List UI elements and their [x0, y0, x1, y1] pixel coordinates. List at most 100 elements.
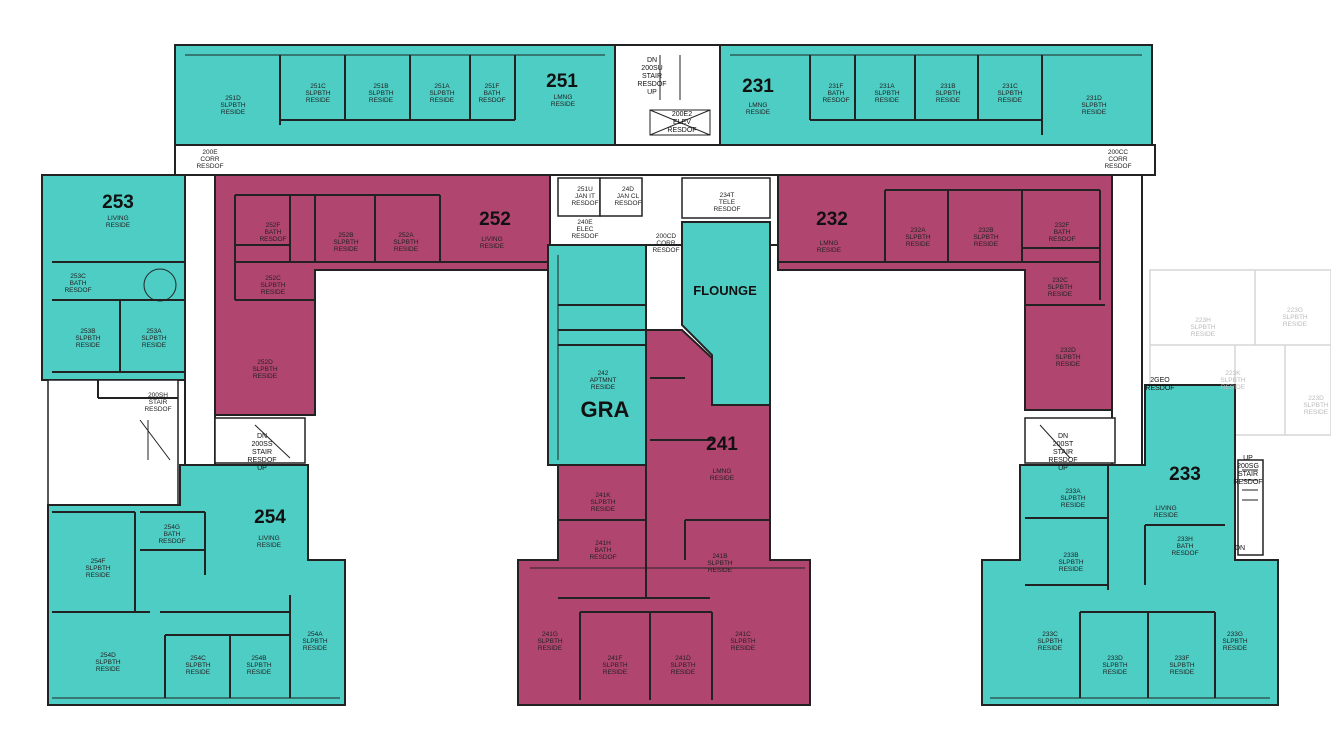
service-rooms — [557, 177, 771, 219]
room-label-line: SLPBTH — [305, 90, 331, 97]
room-label-line: SLPBTH — [1047, 284, 1073, 291]
room-label-line: SLPBTH — [246, 662, 272, 669]
unit-label-232: 232 — [816, 209, 848, 230]
room-label-line: 232C — [1052, 277, 1068, 284]
room-label-line: LMNG — [749, 102, 768, 109]
room-label-line: RESIDE — [551, 101, 576, 108]
room-label-line: RESIDE — [1056, 361, 1081, 368]
room-label-line: SLPBTH — [302, 638, 328, 645]
adjacent-wing-outline — [1149, 269, 1331, 436]
room-label-line: RESIDE — [221, 109, 246, 116]
stair-label-line: UP — [1058, 465, 1068, 472]
room-label-line: BATH — [595, 547, 612, 554]
room-label-line: 252C — [265, 275, 281, 282]
room-label-line: SLPBTH — [935, 90, 961, 97]
room-label-line: LIVING — [107, 215, 128, 222]
room-label-line: 241F — [608, 655, 623, 662]
room-label-line: RESIDE — [1059, 566, 1084, 573]
room-label-line: RESIDE — [591, 506, 616, 513]
room-label-line: 252B — [338, 232, 353, 239]
room-label-line: 233H — [1177, 536, 1193, 543]
room-label-line: RESIDE — [936, 97, 961, 104]
stair-label-line: UP — [257, 465, 267, 472]
room-label-line: JAN IT — [575, 193, 595, 200]
room-label-line: RESIDE — [671, 669, 696, 676]
room-label-line: 254G — [164, 524, 180, 531]
room-label-line: 241G — [542, 631, 558, 638]
room-label-line: APTMNT — [590, 377, 617, 384]
room-label-line: SLPBTH — [95, 659, 121, 666]
room-label-line: RESIDE — [96, 666, 121, 673]
stair-label-line: ELEV — [673, 119, 691, 126]
room-label-line: TELE — [719, 199, 736, 206]
room-label-line: SLPBTH — [220, 102, 246, 109]
unit-251[interactable] — [174, 44, 616, 146]
unit-231[interactable] — [719, 44, 1153, 146]
stair-label-line: RESDOF — [637, 81, 666, 88]
room-label-line: RESDOF — [713, 206, 740, 213]
room-label-line: SLPBTH — [1081, 102, 1107, 109]
room-label-line: 223K — [1225, 370, 1241, 377]
room-label-line: 253A — [146, 328, 162, 335]
room-label-line: SLPBTH — [590, 499, 616, 506]
unit-253[interactable] — [41, 174, 186, 381]
stair-label-line: RESDOF — [1048, 457, 1077, 464]
room-label-line: BATH — [70, 280, 87, 287]
room-label-line: SLPBTH — [1102, 662, 1128, 669]
stair-label-line: RESDOF — [667, 127, 696, 134]
room-label-line: BATH — [484, 90, 501, 97]
stair-label-line: STAIR — [1053, 449, 1073, 456]
room-label-line: 232F — [1055, 222, 1070, 229]
stair-200SG — [1237, 459, 1264, 556]
room-label-line: RESDOF — [158, 538, 185, 545]
unit-gra-242[interactable] — [547, 244, 647, 466]
room-label-line: RESIDE — [186, 669, 211, 676]
room-label-line: RESDOF — [1104, 163, 1131, 170]
room-label-line: 200SH — [148, 392, 168, 399]
room-label-line: RESDOF — [571, 233, 598, 240]
room-label-line: SLPBTH — [707, 560, 733, 567]
room-label-line: 252D — [257, 359, 273, 366]
room-label-line: 231A — [879, 83, 895, 90]
room-label-line: RESIDE — [1223, 645, 1248, 652]
unit-241[interactable] — [517, 329, 811, 706]
room-label-line: RESIDE — [1283, 321, 1308, 328]
stair-label-line: UP — [647, 89, 657, 96]
room-label-line: RESIDE — [1304, 409, 1329, 416]
room-label-line: BATH — [828, 90, 845, 97]
room-label-line: SLPBTH — [1303, 402, 1329, 409]
unit-252[interactable] — [214, 174, 551, 416]
room-label-line: RESIDE — [394, 246, 419, 253]
room-label-line: 251B — [373, 83, 388, 90]
unit-254[interactable] — [47, 464, 346, 706]
room-label-line: 241H — [595, 540, 611, 547]
stair-elevator-core-north — [614, 44, 721, 146]
stair-label-line: STAIR — [1238, 471, 1258, 478]
room-label-line: RESDOF — [196, 163, 223, 170]
room-label-line: SLPBTH — [905, 234, 931, 241]
stair-label-line: DN — [257, 433, 267, 440]
room-label-line: RESDOF — [652, 247, 679, 254]
stair-label-line: 200SU — [641, 65, 662, 72]
room-label-line: RESIDE — [369, 97, 394, 104]
room-label-line: 200CC — [1108, 149, 1129, 156]
room-label-line: BATH — [164, 531, 181, 538]
room-label-line: SLPBTH — [973, 234, 999, 241]
stair-label-line: DN — [1235, 545, 1245, 552]
room-label-line: RESDOF — [144, 406, 171, 413]
room-label-line: 223D — [1308, 395, 1324, 402]
room-label-line: 232B — [978, 227, 993, 234]
room-label-line: RESIDE — [1221, 384, 1246, 391]
room-label-line: 234T — [720, 192, 735, 199]
flounge-label: FLOUNGE — [693, 283, 757, 298]
stair-label-line: UP — [1243, 455, 1253, 462]
room-label-line: RESIDE — [261, 289, 286, 296]
unit-232[interactable] — [777, 174, 1113, 411]
unit-233[interactable] — [981, 384, 1279, 706]
room-label-line: 254A — [307, 631, 323, 638]
room-label-line: RESIDE — [1170, 669, 1195, 676]
room-label-line: LIVING — [1155, 505, 1176, 512]
room-label-line: 251D — [225, 95, 241, 102]
room-label-line: SLPBTH — [1169, 662, 1195, 669]
stair-label-line: RESDOF — [1145, 385, 1174, 392]
